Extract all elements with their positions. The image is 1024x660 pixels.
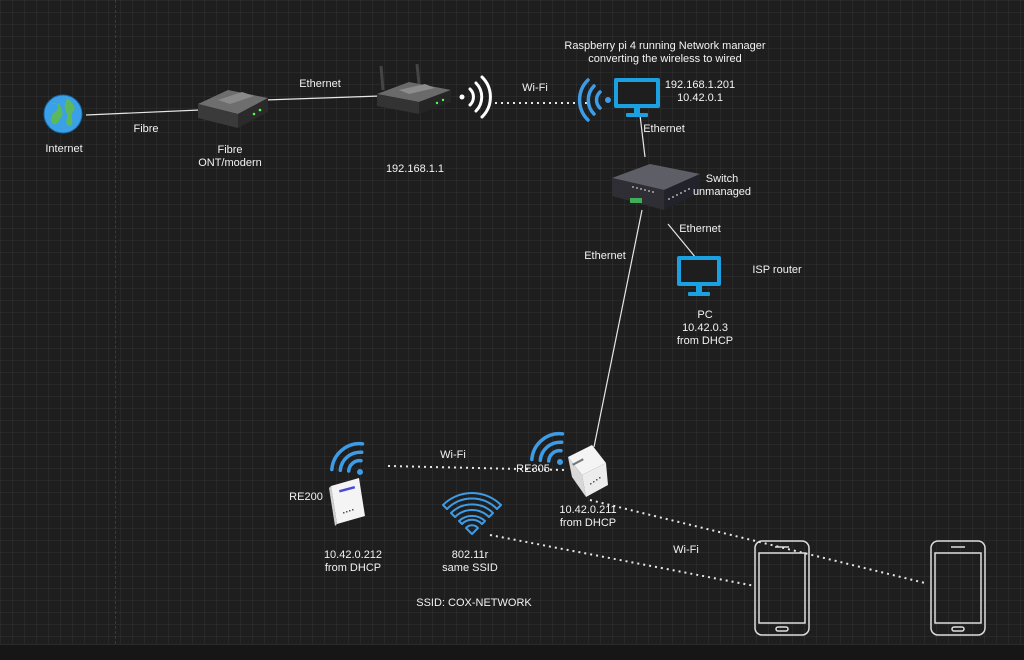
wifi-label: Wi-Fi — [673, 544, 699, 556]
wifi-label: Wi-Fi — [522, 82, 548, 94]
ont-label-line2: ONT/modern — [198, 157, 262, 169]
pc-monitor-icon[interactable] — [677, 256, 721, 296]
pc-label-line1: PC — [697, 309, 713, 321]
wifi-label: Wi-Fi — [440, 449, 466, 461]
re305-label: RE305 — [516, 463, 550, 475]
phone-icon[interactable] — [930, 540, 986, 636]
ssid-label: SSID: COX-NETWORK — [416, 597, 532, 609]
ethernet-ont-router — [264, 95, 381, 101]
phone-icon[interactable] — [754, 540, 810, 636]
status-bar — [0, 644, 1024, 660]
rpi-title-line1: Raspberry pi 4 running Network manager — [564, 40, 766, 52]
router-ip-label: 192.168.1.1 — [385, 163, 445, 175]
re200-label: RE200 — [289, 491, 323, 503]
raspberry-pi-monitor-icon[interactable] — [614, 78, 660, 117]
rpi-ip-1: 192.168.1.201 — [664, 79, 736, 91]
ont-label-line1: Fibre — [217, 144, 243, 156]
switch-icon[interactable] — [612, 164, 700, 210]
wifi-signal-icon — [577, 78, 611, 122]
re305-ip-line1: 10.42.0.211 — [559, 504, 617, 516]
wifi-signal-icon — [459, 75, 492, 119]
diagram-canvas — [43, 63, 986, 636]
ethernet-switch-pc — [667, 223, 697, 259]
pc-label-line3: from DHCP — [676, 335, 734, 347]
page-boundary-line — [115, 0, 116, 644]
ethernet-switch-re305 — [593, 209, 643, 448]
fibre-link — [85, 109, 201, 116]
ethernet-label: Ethernet — [643, 123, 685, 135]
isp-router-label: ISP router — [752, 264, 802, 276]
re305-ip-line2: from DHCP — [559, 517, 617, 529]
roaming-label-line1: 802.11r — [451, 549, 489, 561]
wifi-signal-icon — [442, 492, 502, 535]
re305-extender-icon[interactable] — [568, 445, 608, 497]
ethernet-label: Ethernet — [299, 78, 341, 90]
roaming-label-line2: same SSID — [442, 562, 498, 574]
ethernet-label: Ethernet — [584, 250, 626, 262]
rpi-title-line2: converting the wireless to wired — [588, 53, 742, 65]
internet-label: Internet — [45, 143, 83, 155]
router-icon[interactable] — [377, 63, 451, 114]
re200-ip-line2: from DHCP — [324, 562, 382, 574]
ethernet-label: Ethernet — [679, 223, 721, 235]
wifi-signal-icon — [530, 431, 565, 465]
wifi-re305-phone-right — [589, 499, 926, 584]
fibre-label: Fibre — [133, 123, 159, 135]
rpi-ip-2: 10.42.0.1 — [677, 92, 723, 104]
ethernet-rpi-switch — [639, 114, 646, 158]
globe-icon[interactable] — [43, 94, 83, 134]
connections — [85, 95, 926, 587]
wifi-signal-icon — [330, 441, 365, 475]
wifi-roaming-phone-left — [489, 534, 756, 587]
re200-extender-icon[interactable] — [329, 478, 365, 526]
pc-label-line2: 10.42.0.3 — [682, 322, 728, 334]
switch-label-line1: Switch — [705, 173, 739, 185]
ont-modem-icon[interactable] — [198, 90, 268, 128]
switch-label-line2: unmanaged — [692, 186, 752, 198]
re200-ip-line1: 10.42.0.212 — [323, 549, 383, 561]
